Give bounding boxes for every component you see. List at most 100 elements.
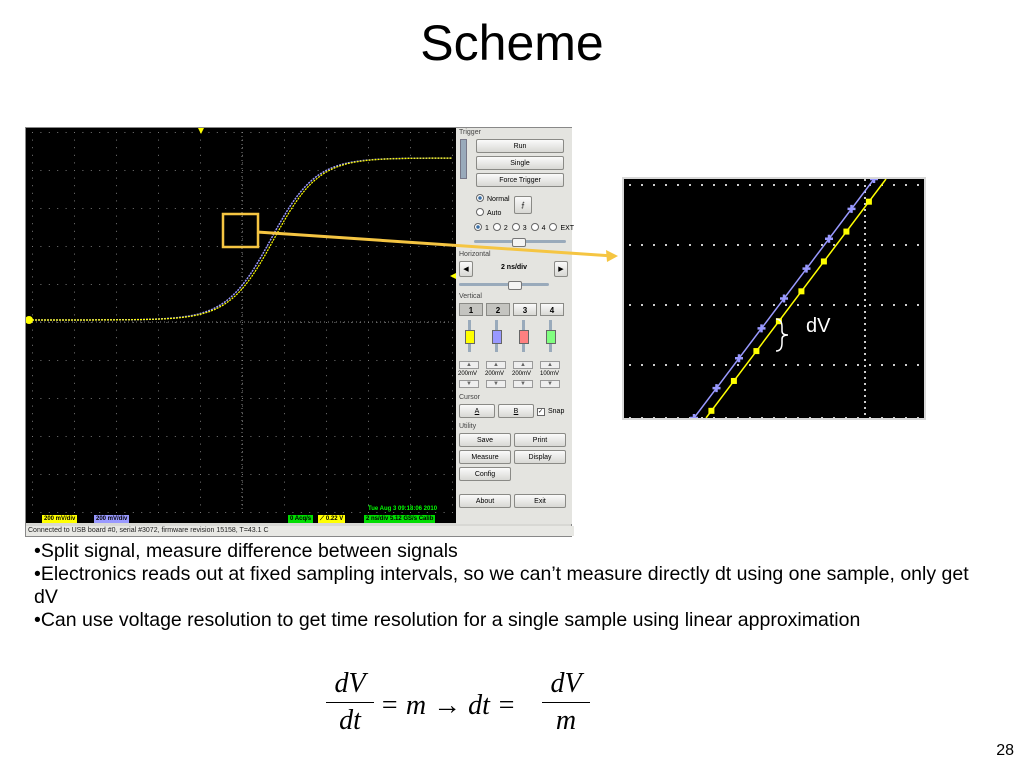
channel-3-scale-down-button[interactable]: ▼ xyxy=(513,380,533,388)
grid-dot xyxy=(410,314,411,316)
grid-dot xyxy=(74,177,75,179)
force-trigger-button[interactable]: Force Trigger xyxy=(476,173,564,187)
grid-dot xyxy=(242,466,243,468)
horizontal-position-slider[interactable] xyxy=(459,283,549,286)
run-button[interactable]: Run xyxy=(476,139,564,153)
about-button[interactable]: About xyxy=(459,494,511,508)
print-button[interactable]: Print xyxy=(514,433,566,447)
grid-dot xyxy=(200,261,201,263)
grid-dot xyxy=(116,367,117,369)
grid-dot xyxy=(797,417,799,419)
grid-dot xyxy=(334,360,336,361)
grid-dot xyxy=(242,154,243,156)
single-button[interactable]: Single xyxy=(476,156,564,170)
grid-dot xyxy=(242,474,243,475)
channel-1-offset-thumb[interactable] xyxy=(465,330,475,344)
grid-dot xyxy=(183,132,185,133)
channel-3-scale-up-button[interactable]: ▲ xyxy=(513,361,533,369)
trigger-level-badge: ⟋ 0.22 V xyxy=(318,515,346,523)
channel-3-offset-thumb[interactable] xyxy=(519,330,529,344)
save-button[interactable]: Save xyxy=(459,433,511,447)
grid-dot xyxy=(158,496,159,498)
cursor-a-button[interactable]: A xyxy=(459,404,495,418)
grid-dot xyxy=(452,177,453,179)
source-radio-4[interactable] xyxy=(530,223,539,231)
grid-dot xyxy=(284,481,285,483)
grid-dot xyxy=(32,170,33,171)
grid-dot xyxy=(326,466,327,468)
scope-display[interactable]: 200 mV/div 200 mV/div Tue Aug 3 09:18:06… xyxy=(26,128,456,523)
cursor-b-button[interactable]: B xyxy=(498,404,534,418)
grid-dot xyxy=(141,170,143,171)
timebase-decrease-button[interactable]: ◀ xyxy=(459,261,473,277)
grid-dot xyxy=(250,436,252,437)
grid-dot xyxy=(32,268,33,270)
grid-dot xyxy=(300,170,302,171)
channel-2-offset-thumb[interactable] xyxy=(492,330,502,344)
channel-4-scale-down-button[interactable]: ▼ xyxy=(540,380,560,388)
trigger-delay-thumb[interactable] xyxy=(512,238,526,247)
grid-dot xyxy=(864,383,866,385)
grid-dot xyxy=(452,512,453,513)
grid-dot xyxy=(200,344,201,346)
grid-dot xyxy=(74,512,75,513)
grid-dot xyxy=(74,299,75,301)
channel-2-scale-up-button[interactable]: ▲ xyxy=(486,361,506,369)
source-radios[interactable]: 1 2 3 4 EXT xyxy=(474,223,574,233)
channel-1-scale-down-button[interactable]: ▼ xyxy=(459,380,479,388)
auto-radio[interactable]: Auto xyxy=(476,208,501,218)
source-radio-1[interactable] xyxy=(474,223,482,231)
radio-dot xyxy=(476,194,484,202)
exit-button[interactable]: Exit xyxy=(514,494,566,508)
display-button[interactable]: Display xyxy=(514,450,566,464)
grid-dot xyxy=(452,489,453,491)
grid-dot xyxy=(452,230,453,232)
grid-dot xyxy=(749,304,751,306)
grid-dot xyxy=(864,197,866,199)
ch1-sample-point xyxy=(753,348,760,355)
fraction-bar xyxy=(326,702,374,703)
status-bar: Connected to USB board #0, serial #3072,… xyxy=(26,526,574,536)
channel-2-button[interactable]: 2 xyxy=(486,303,510,316)
config-button[interactable]: Config xyxy=(459,467,511,481)
source-radio-3[interactable] xyxy=(511,223,520,231)
grid-dot xyxy=(641,364,643,366)
channel-1-button[interactable]: 1 xyxy=(459,303,483,316)
grid-dot xyxy=(32,261,33,263)
normal-radio[interactable]: Normal xyxy=(476,194,510,204)
grid-dot xyxy=(208,246,210,247)
grid-dot xyxy=(905,244,907,246)
zoomed-waveforms xyxy=(629,168,919,422)
grid-dot xyxy=(410,398,411,399)
grid-dot xyxy=(82,512,84,513)
grid-dot xyxy=(191,398,193,399)
channel-3-button[interactable]: 3 xyxy=(513,303,537,316)
grid-dot xyxy=(132,132,134,133)
grid-dot xyxy=(242,375,243,377)
channel-2-scale-down-button[interactable]: ▼ xyxy=(486,380,506,388)
grid-dot xyxy=(158,306,159,308)
source-radio-2[interactable] xyxy=(492,223,501,231)
horizontal-position-thumb[interactable] xyxy=(508,281,522,290)
channel-4-button[interactable]: 4 xyxy=(540,303,564,316)
trigger-level-slider[interactable] xyxy=(460,139,467,179)
grid-dot xyxy=(74,253,75,255)
grid-dot xyxy=(833,304,835,306)
grid-dot xyxy=(242,261,243,263)
channel-4-offset-thumb[interactable] xyxy=(546,330,556,344)
channel-1-scale-up-button[interactable]: ▲ xyxy=(459,361,479,369)
snap-checkbox[interactable]: ✓Snap xyxy=(537,407,564,416)
grid-dot xyxy=(267,132,269,133)
grid-dot xyxy=(284,284,285,285)
channel-4-scale-up-button[interactable]: ▲ xyxy=(540,361,560,369)
grid-dot xyxy=(116,223,117,225)
timebase-increase-button[interactable]: ▶ xyxy=(554,261,568,277)
grid-dot xyxy=(326,223,327,225)
grid-dot xyxy=(292,512,294,513)
source-radio-ext[interactable] xyxy=(549,223,558,231)
measure-button[interactable]: Measure xyxy=(459,450,511,464)
grid-dot xyxy=(410,162,411,164)
trigger-edge-button[interactable]: ⨍ xyxy=(514,196,532,214)
grid-dot xyxy=(158,489,159,491)
grid-dot xyxy=(90,436,92,437)
